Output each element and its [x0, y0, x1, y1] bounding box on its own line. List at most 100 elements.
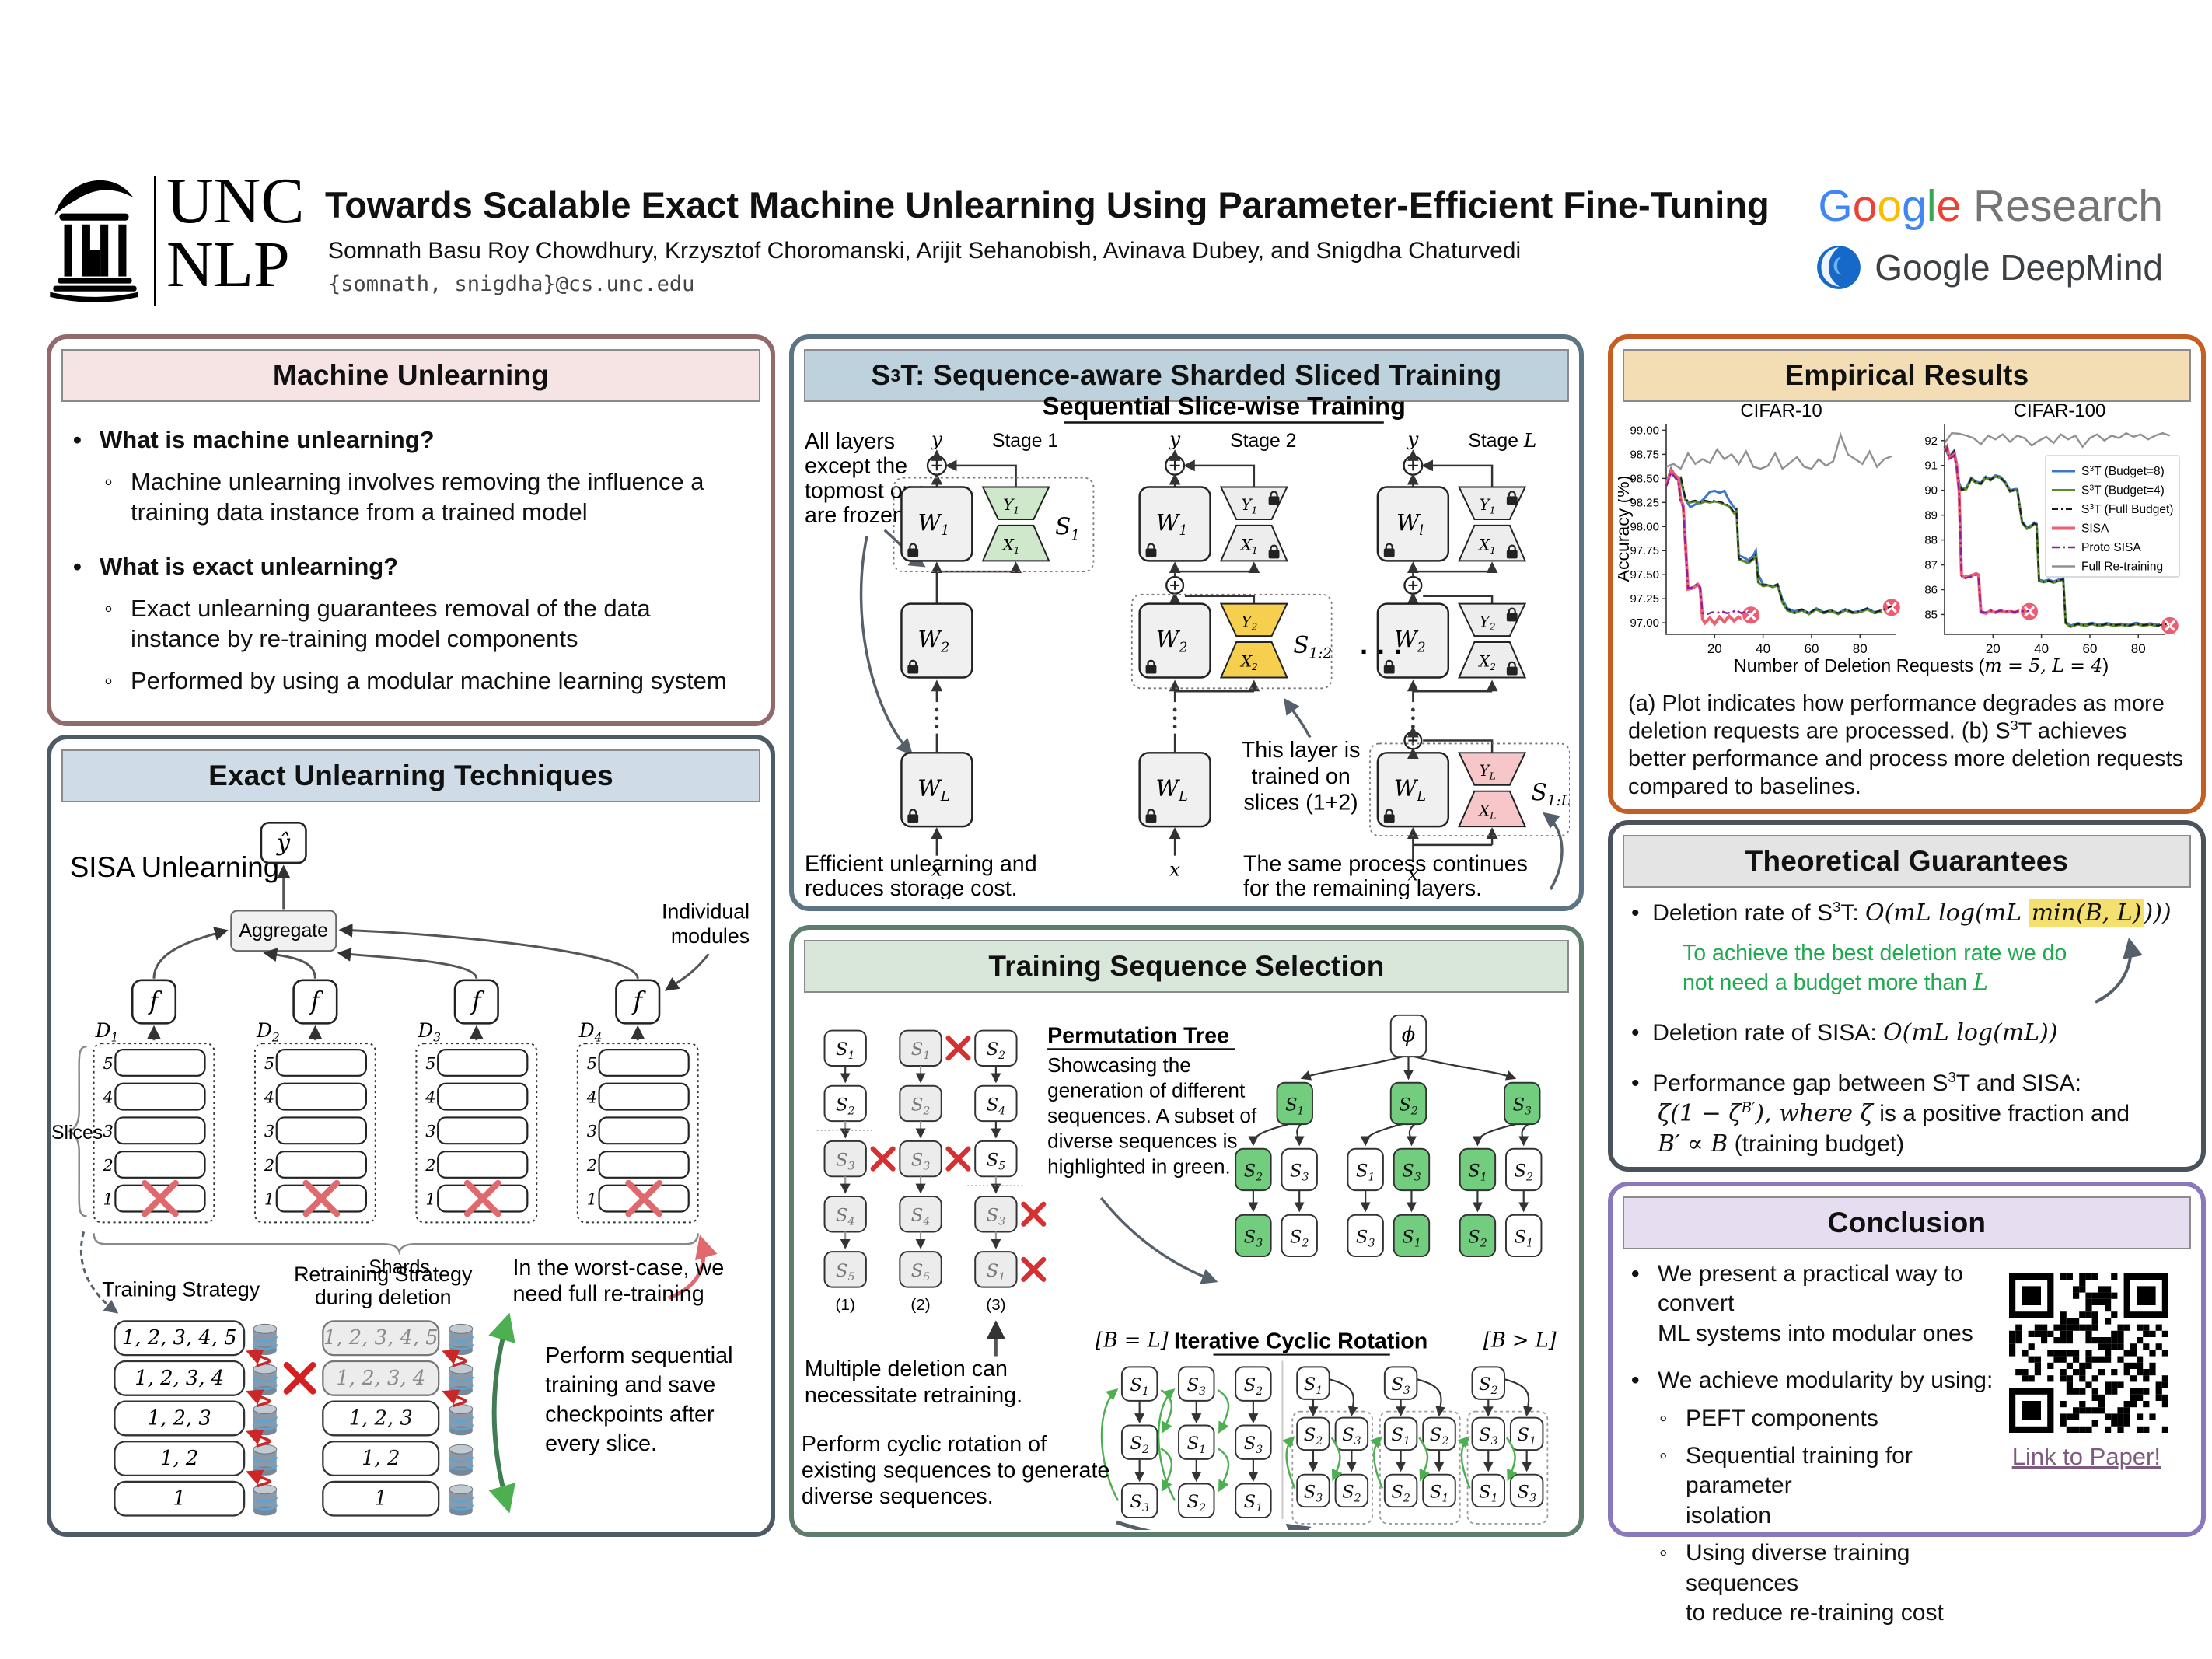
series-Full Re-training — [1944, 431, 2171, 449]
svg-text:S1: S1 — [1187, 1434, 1207, 1456]
link-to-paper[interactable]: Link to Paper! — [2011, 1443, 2161, 1470]
svg-text:SISA Unlearning: SISA Unlearning — [70, 851, 279, 883]
svg-text:trained on: trained on — [1251, 764, 1350, 789]
sisa-diagram: SISA UnlearningŷAggregatefD154321fD25432… — [51, 822, 750, 1517]
svg-text:S3: S3 — [1290, 1161, 1309, 1183]
svg-text:need full re-training: need full re-training — [512, 1282, 704, 1307]
google-letter: G — [1818, 181, 1853, 231]
svg-text:4: 4 — [586, 1088, 597, 1107]
svg-text:S3T (Budget=8): S3T (Budget=8) — [2081, 464, 2165, 478]
mu-a1: Machine unlearning involves removing the… — [131, 467, 704, 526]
svg-text:Aggregate: Aggregate — [239, 920, 327, 941]
svg-text:S1: S1 — [1402, 1227, 1421, 1249]
svg-text:Stage 2: Stage 2 — [1230, 431, 1296, 452]
svg-text:S1: S1 — [1244, 1492, 1263, 1514]
svg-text:highlighted in green.: highlighted in green. — [1047, 1154, 1231, 1178]
svg-text:Efficient unlearning and: Efficient unlearning and — [805, 851, 1037, 876]
svg-text:checkpoints after: checkpoints after — [545, 1402, 715, 1427]
svg-text:Shards: Shards — [369, 1257, 430, 1278]
svg-text:ϕ: ϕ — [1402, 1023, 1416, 1046]
svg-text:S2: S2 — [1399, 1095, 1418, 1117]
svg-text:3: 3 — [425, 1122, 435, 1140]
svg-text:98.25: 98.25 — [1630, 496, 1659, 509]
svg-text:W2: W2 — [918, 626, 950, 655]
svg-text:89: 89 — [1924, 509, 1938, 522]
svg-text:S1: S1 — [911, 1039, 931, 1062]
svg-text:90: 90 — [1924, 484, 1938, 498]
svg-text:5: 5 — [103, 1054, 113, 1073]
svg-text:91: 91 — [1924, 459, 1938, 473]
svg-text:4: 4 — [102, 1088, 113, 1107]
svg-text:2: 2 — [264, 1156, 274, 1175]
svg-text:· · ·: · · · — [1360, 636, 1403, 667]
google-letter: g — [1902, 181, 1927, 231]
svg-text:diverse sequences.: diverse sequences. — [802, 1484, 994, 1509]
svg-text:Showcasing the: Showcasing the — [1047, 1053, 1191, 1077]
svg-text:S3: S3 — [1512, 1095, 1532, 1117]
svg-text:reduces storage cost.: reduces storage cost. — [805, 876, 1018, 899]
svg-text:S1: S1 — [987, 1261, 1006, 1284]
theory-bullet-2: • Deletion rate of SISA: O(mL log(mL)) — [1631, 1019, 2058, 1047]
svg-text:S2: S2 — [911, 1095, 931, 1117]
panel-machine-unlearning: Machine Unlearning •What is machine unle… — [47, 334, 775, 726]
svg-text:S1: S1 — [1130, 1375, 1149, 1398]
svg-text:The same process continues: The same process continues — [1243, 851, 1528, 876]
svg-text:Accuracy (%): Accuracy (%) — [1618, 476, 1633, 582]
svg-text:5: 5 — [425, 1054, 435, 1073]
header: UNC NLP Towards Scalable Exact Machine U… — [48, 168, 2163, 317]
svg-text:x: x — [1169, 857, 1180, 880]
sub-bullet-icon: ◦ — [104, 594, 113, 622]
svg-text:4: 4 — [425, 1088, 435, 1107]
svg-text:S1:2: S1:2 — [1293, 631, 1332, 662]
svg-text:S3: S3 — [1356, 1227, 1375, 1249]
unc-old-well-logo — [50, 180, 138, 302]
svg-text:Slices: Slices — [51, 1123, 103, 1144]
note-arrow-icon — [2095, 938, 2143, 1004]
poster-email: {somnath, snigdha}@cs.unc.edu — [328, 272, 695, 296]
svg-text:85: 85 — [1924, 608, 1938, 621]
svg-text:S4: S4 — [911, 1206, 931, 1228]
theory-bullet-1: • Deletion rate of S3T: O(mL log(mL min(… — [1631, 899, 2172, 927]
svg-text:98.75: 98.75 — [1630, 448, 1659, 461]
svg-text:Individual: Individual — [662, 899, 750, 923]
svg-text:1: 1 — [173, 1487, 186, 1511]
svg-text:S3: S3 — [1391, 1374, 1410, 1397]
svg-text:In the worst-case, we: In the worst-case, we — [512, 1256, 724, 1280]
sub-bullet-icon: ◦ — [1659, 1540, 1668, 1566]
poster-title: Towards Scalable Exact Machine Unlearnin… — [325, 184, 1770, 225]
svg-text:Y1: Y1 — [1003, 496, 1019, 515]
panel-sequence-selection-title: Training Sequence Selection — [804, 940, 1569, 993]
svg-text:[B > L]: [B > L] — [1483, 1329, 1557, 1353]
svg-text:Proto SISA: Proto SISA — [2081, 541, 2141, 554]
panel-theoretical-guarantees: Theoretical Guarantees • Deletion rate o… — [1608, 820, 2206, 1172]
svg-text:40: 40 — [2034, 641, 2049, 656]
svg-text:D3: D3 — [417, 1019, 441, 1044]
svg-text:Number of Deletion Requests (m: Number of Deletion Requests (m = 5, L = … — [1734, 655, 2109, 676]
research-wordmark: Research — [1961, 181, 2163, 231]
bullet-icon: • — [73, 553, 82, 581]
min-b-l-highlight: min(B, L) — [2029, 899, 2144, 927]
svg-text:Sequential Slice-wise Training: Sequential Slice-wise Training — [1043, 392, 1406, 421]
svg-text:generation of different: generation of different — [1047, 1079, 1246, 1102]
svg-text:5: 5 — [264, 1054, 274, 1073]
svg-text:y: y — [931, 428, 943, 450]
svg-text:1, 2, 3, 4: 1, 2, 3, 4 — [135, 1367, 224, 1390]
series-Proto SISA — [1943, 445, 2030, 614]
svg-text:y: y — [1407, 428, 1419, 450]
svg-text:5: 5 — [587, 1054, 597, 1073]
svg-text:S3: S3 — [1479, 1425, 1498, 1448]
svg-text:S3: S3 — [911, 1150, 931, 1172]
svg-text:S3: S3 — [1130, 1492, 1149, 1514]
